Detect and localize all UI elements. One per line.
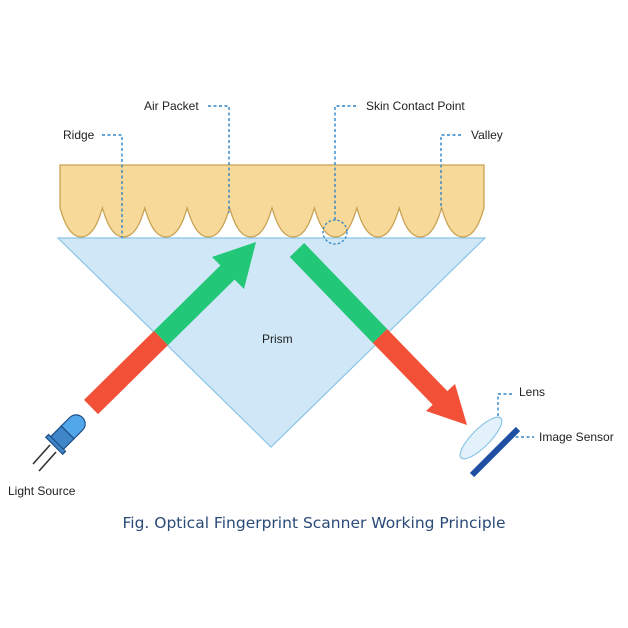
- finger-skin: [59, 164, 485, 238]
- prism-internal-ray-up-arrowhead: [212, 242, 256, 289]
- ridge-leader-line: [102, 134, 123, 238]
- prism-internal-ray-up: [153, 264, 236, 346]
- lens-label: Lens: [519, 385, 546, 399]
- valley-label: Valley: [471, 128, 503, 142]
- image-sensor: [469, 426, 521, 478]
- image-sensor-label: Image Sensor: [539, 430, 614, 444]
- prism-label: Prism: [262, 332, 293, 346]
- light-source-label: Light Source: [8, 484, 76, 498]
- incident-light-ray: [83, 330, 169, 415]
- prism-internal-ray-down: [289, 243, 388, 343]
- air-packet-leader-line: [208, 105, 230, 213]
- figure-caption: Fig. Optical Fingerprint Scanner Working…: [122, 514, 506, 532]
- reflected-light-ray: [372, 329, 451, 408]
- air-packet-label: Air Packet: [144, 99, 199, 113]
- reflected-light-ray-arrowhead: [426, 384, 467, 425]
- skin-contact-leader-line: [334, 105, 356, 220]
- skin-contact-point-label: Skin Contact Point: [366, 99, 465, 113]
- light-source-led-icon: [32, 414, 86, 472]
- ridge-label: Ridge: [63, 128, 95, 142]
- lens: [459, 416, 503, 460]
- lens-leader-line: [497, 393, 512, 418]
- valley-leader-line: [440, 134, 461, 209]
- leader-lines: [102, 105, 534, 438]
